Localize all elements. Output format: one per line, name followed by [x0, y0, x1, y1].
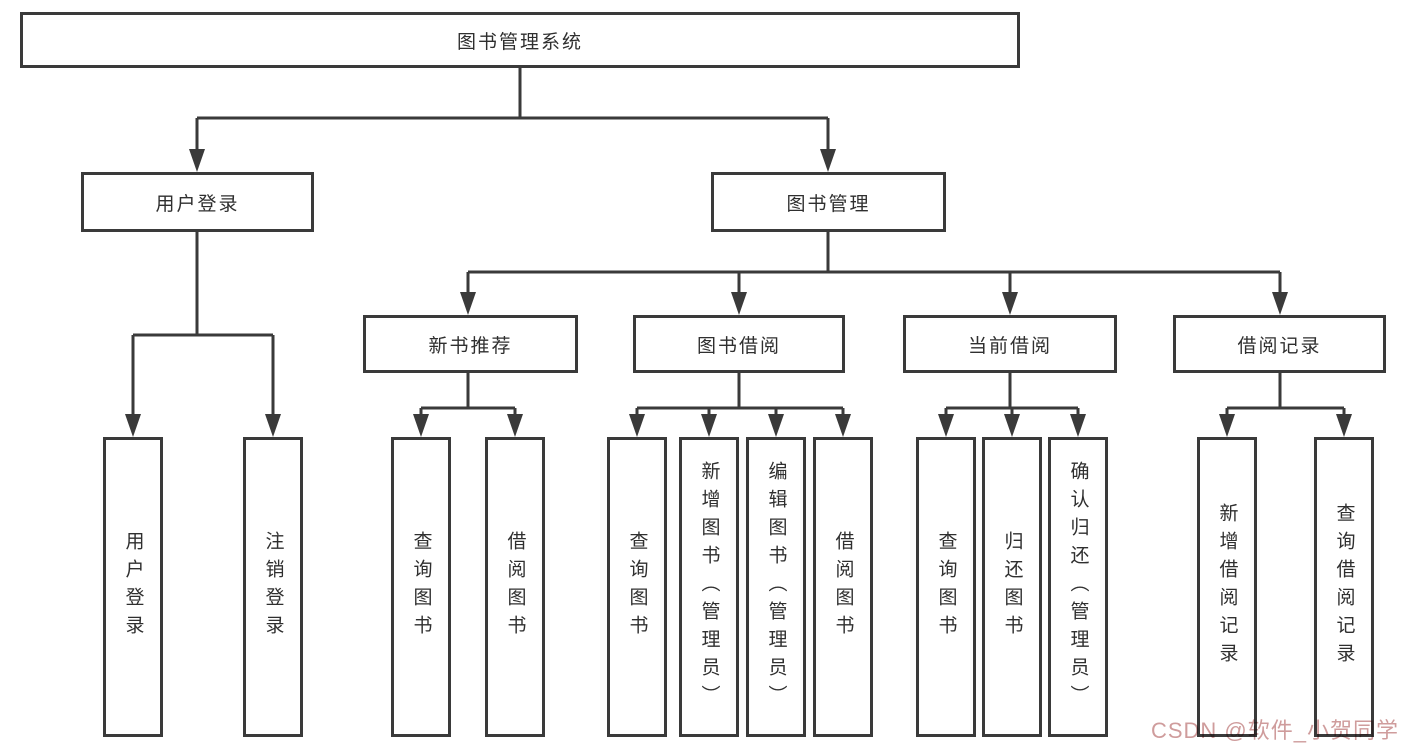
node-borrow-records: 借阅记录 — [1173, 315, 1386, 373]
node-book-borrow-label: 图书借阅 — [696, 335, 781, 357]
leaf-label: 查询借阅记录 — [1333, 503, 1355, 671]
leaf-query-borrow-record: 查询借阅记录 — [1314, 437, 1374, 737]
leaf-logout: 注销登录 — [243, 437, 303, 737]
node-current-borrow: 当前借阅 — [903, 315, 1117, 373]
leaf-user-login: 用户登录 — [103, 437, 163, 737]
node-borrow-records-label: 借阅记录 — [1237, 335, 1322, 357]
node-new-book-recommend-label: 新书推荐 — [428, 335, 513, 357]
leaf-label: 借阅图书 — [832, 531, 854, 643]
leaf-user-login-label: 用户登录 — [122, 531, 144, 643]
node-user-login: 用户登录 — [81, 172, 314, 232]
node-user-login-label: 用户登录 — [155, 193, 240, 215]
leaf-confirm-return-admin: 确认归还（管理员） — [1048, 437, 1108, 737]
leaf-query-books-current: 查询图书 — [916, 437, 976, 737]
leaf-query-books-borrow: 查询图书 — [607, 437, 667, 737]
node-book-management-label: 图书管理 — [786, 193, 871, 215]
watermark: CSDN @软件_小贺同学 — [1150, 718, 1399, 743]
leaf-borrow-books-recommend: 借阅图书 — [485, 437, 545, 737]
leaf-borrow-books: 借阅图书 — [813, 437, 873, 737]
node-book-management: 图书管理 — [711, 172, 946, 232]
leaf-label: 查询图书 — [626, 531, 648, 643]
root-node-label: 图书管理系统 — [456, 31, 583, 53]
leaf-label: 新增图书（管理员） — [698, 461, 720, 713]
leaf-return-books: 归还图书 — [982, 437, 1042, 737]
leaf-label: 借阅图书 — [504, 531, 526, 643]
leaf-logout-label: 注销登录 — [262, 531, 284, 643]
leaf-add-borrow-record: 新增借阅记录 — [1197, 437, 1257, 737]
node-book-borrow: 图书借阅 — [633, 315, 845, 373]
node-new-book-recommend: 新书推荐 — [363, 315, 578, 373]
leaf-edit-books-admin: 编辑图书（管理员） — [746, 437, 806, 737]
leaf-label: 编辑图书（管理员） — [765, 461, 787, 713]
arrowheads — [125, 149, 1352, 437]
leaf-label: 查询图书 — [410, 531, 432, 643]
node-current-borrow-label: 当前借阅 — [967, 335, 1052, 357]
leaf-label: 新增借阅记录 — [1216, 503, 1238, 671]
root-node-library-system: 图书管理系统 — [20, 12, 1020, 68]
leaf-label: 查询图书 — [935, 531, 957, 643]
leaf-add-books-admin: 新增图书（管理员） — [679, 437, 739, 737]
leaf-label: 归还图书 — [1001, 531, 1023, 643]
leaf-label: 确认归还（管理员） — [1067, 461, 1089, 713]
leaf-query-books-recommend: 查询图书 — [391, 437, 451, 737]
